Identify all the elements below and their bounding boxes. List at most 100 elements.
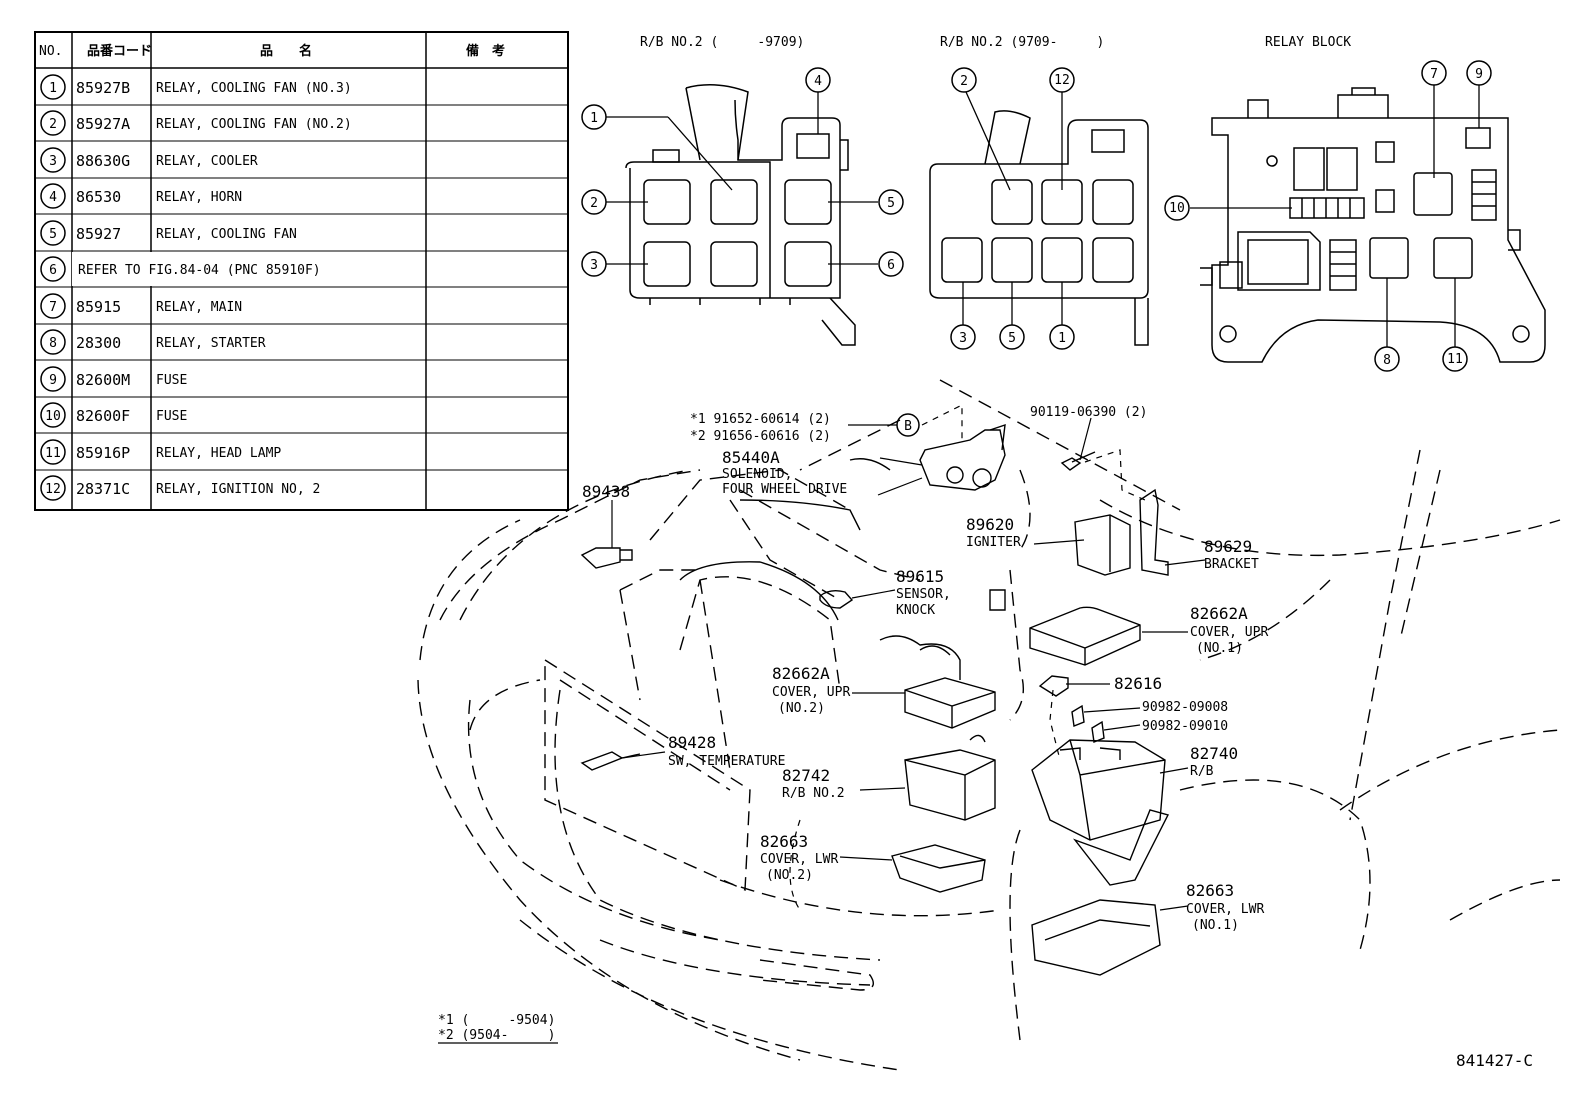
exploded-leaders (611, 417, 1206, 911)
part-code: 82742 (782, 766, 830, 785)
row-name: RELAY, MAIN (156, 300, 242, 315)
row-code: 28371C (76, 480, 130, 498)
callout-8: 8 (1383, 353, 1391, 368)
row-name: FUSE (156, 409, 187, 424)
callout-4: 4 (814, 74, 822, 89)
table-row: 11 85916P RELAY, HEAD LAMP (45, 444, 281, 462)
callout-2: 2 (590, 196, 598, 211)
part-code: 82740 (1190, 744, 1238, 763)
rb-new-title: R/B NO.2 (9709- ) (940, 35, 1104, 50)
table-rows: 1 85927B RELAY, COOLING FAN (NO.3) 2 859… (40, 74, 352, 501)
callout-7: 7 (1430, 67, 1438, 82)
part-name: R/B (1190, 764, 1214, 779)
part-name: COVER, LWR (1186, 902, 1264, 917)
header-remarks: 備 考 (466, 43, 505, 59)
table-row: 8 28300 RELAY, STARTER (49, 334, 266, 352)
parts-table (34, 31, 569, 511)
row-no: 10 (45, 409, 61, 424)
relay-block-title: RELAY BLOCK (1265, 35, 1351, 50)
part-label: *2 91656-60616 (2) (690, 429, 831, 444)
table-row: 10 82600F FUSE (45, 407, 187, 425)
table-row: 4 86530 RELAY, HORN (49, 188, 242, 206)
callout-12: 12 (1054, 73, 1070, 88)
rb-old-drawing (625, 84, 856, 346)
row-code: 86530 (76, 188, 121, 206)
part-code: 82662A (772, 664, 830, 683)
callout-b-label: B (904, 419, 912, 434)
header-code: 品番コード (87, 43, 152, 59)
part-name: (NO.1) (1196, 641, 1243, 656)
part-code: 82663 (760, 832, 808, 851)
row-no: 5 (49, 227, 57, 242)
row-name: RELAY, STARTER (156, 336, 266, 351)
callout-11: 11 (1447, 352, 1463, 367)
part-code: 89438 (582, 482, 630, 501)
part-name: (NO.2) (766, 868, 813, 883)
row-name: RELAY, COOLING FAN (156, 227, 297, 242)
callout-5: 5 (887, 196, 895, 211)
row-no: 4 (49, 190, 57, 205)
row-no: 3 (49, 154, 57, 169)
row-no: 8 (49, 336, 57, 351)
footnotes: *1 ( -9504) *2 (9504- ) (438, 1013, 558, 1044)
part-code: 82616 (1114, 674, 1162, 693)
row-no: 9 (49, 373, 57, 388)
table-row: 5 85927 RELAY, COOLING FAN (49, 225, 297, 243)
table-row: 12 28371C RELAY, IGNITION NO, 2 (45, 480, 320, 498)
row-code: 88630G (76, 152, 130, 170)
callout-b: B (896, 413, 920, 437)
row-no: 11 (45, 446, 61, 461)
row-no: 2 (49, 117, 57, 132)
row-code: 85916P (76, 444, 130, 462)
row-no: 12 (45, 482, 61, 497)
row-no: 6 (49, 263, 57, 278)
footnote-2: *2 (9504- ) (438, 1028, 555, 1043)
callout-5: 5 (1008, 331, 1016, 346)
row-no: 1 (49, 81, 57, 96)
row-name: RELAY, IGNITION NO, 2 (156, 482, 320, 497)
footnote-1: *1 ( -9504) (438, 1013, 555, 1028)
part-name: BRACKET (1204, 557, 1259, 572)
table-row: 6 REFER TO FIG.84-04 (PNC 85910F) (49, 263, 321, 278)
part-name: R/B NO.2 (782, 786, 845, 801)
part-name: (NO.2) (778, 701, 825, 716)
callout-10: 10 (1169, 201, 1185, 216)
part-code: 82662A (1190, 604, 1248, 623)
part-name: SENSOR, (896, 587, 951, 602)
row-name: RELAY, COOLING FAN (NO.3) (156, 81, 352, 96)
header-no: NO. (39, 44, 62, 59)
part-code: 89620 (966, 515, 1014, 534)
engine-solid (679, 458, 1006, 680)
part-label: *1 91652-60614 (2) (690, 412, 831, 427)
vehicle-outline (417, 379, 1561, 1071)
table-header: NO. 品番コード 品 名 備 考 (39, 43, 505, 59)
row-code: 85927A (76, 115, 130, 133)
callout-3: 3 (590, 258, 598, 273)
part-code: 89615 (896, 567, 944, 586)
table-row: 1 85927B RELAY, COOLING FAN (NO.3) (49, 79, 352, 97)
part-name: IGNITER (966, 535, 1021, 550)
part-name: SW, TEMPERATURE (668, 754, 785, 769)
part-name: KNOCK (896, 603, 935, 618)
table-row: 3 88630G RELAY, COOLER (49, 152, 258, 170)
part-code: 85440A (722, 448, 780, 467)
row-name: RELAY, COOLER (156, 154, 258, 169)
part-name: COVER, UPR (772, 685, 850, 700)
relay-block-drawing (1200, 87, 1546, 363)
relay-block-leaders (1190, 85, 1480, 347)
callout-6: 6 (887, 258, 895, 273)
part-labels: *1 91652-60614 (2) *2 91656-60616 (2) 90… (582, 405, 1268, 933)
part-code: 82663 (1186, 881, 1234, 900)
callout-2: 2 (960, 74, 968, 89)
callout-1: 1 (1058, 331, 1066, 346)
part-sketches (580, 423, 1170, 976)
table-row: 2 85927A RELAY, COOLING FAN (NO.2) (49, 115, 352, 133)
row-code: 85927 (76, 225, 121, 243)
row-name: RELAY, HEAD LAMP (156, 446, 281, 461)
callout-1: 1 (590, 111, 598, 126)
part-name: FOUR WHEEL DRIVE (722, 482, 847, 497)
figure-id: 841427-C (1456, 1051, 1533, 1070)
table-row: 7 85915 RELAY, MAIN (49, 298, 242, 316)
rb-old-callouts: 1 2 3 4 5 6 (581, 67, 904, 277)
